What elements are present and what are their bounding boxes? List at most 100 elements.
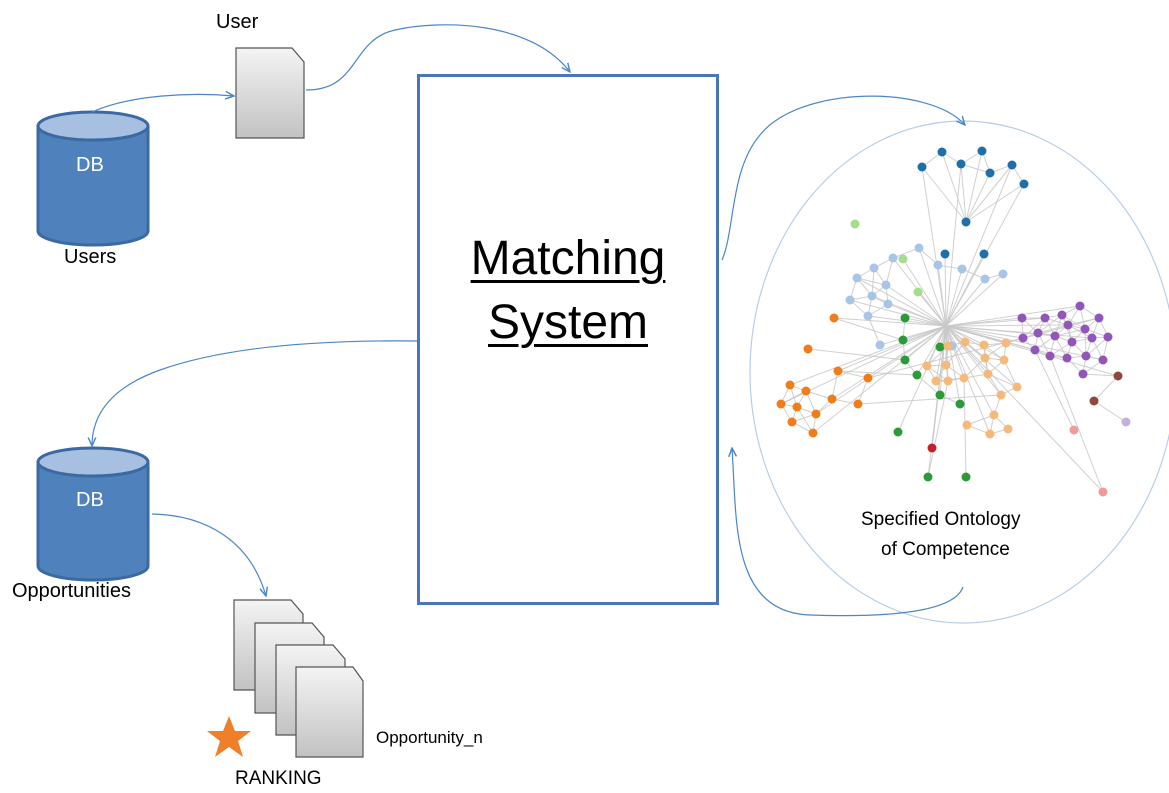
graph-edge bbox=[945, 325, 1093, 339]
graph-edge bbox=[867, 337, 1024, 379]
ontology-label-line1: Specified Ontology bbox=[861, 509, 1021, 530]
ontology-label-line2: of Competence bbox=[881, 539, 1010, 560]
graph-node bbox=[1103, 332, 1113, 342]
graph-node bbox=[1057, 310, 1067, 320]
graph-edge bbox=[805, 390, 833, 400]
graph-node bbox=[985, 429, 995, 439]
graph-edge bbox=[807, 348, 906, 361]
graph-node bbox=[935, 390, 945, 400]
graph-edge bbox=[780, 390, 807, 405]
graph-node bbox=[922, 361, 932, 371]
graph-edge bbox=[885, 257, 894, 286]
graph-node bbox=[998, 269, 1008, 279]
graph-edge bbox=[837, 325, 947, 372]
graph-node bbox=[850, 219, 860, 229]
graph-edge bbox=[941, 151, 967, 223]
graph-edge bbox=[831, 370, 839, 400]
graph-node bbox=[863, 311, 873, 321]
graph-node bbox=[961, 217, 971, 227]
graph-edge bbox=[1054, 328, 1086, 337]
graph-edge bbox=[963, 357, 986, 379]
graph-edge bbox=[1034, 349, 1075, 431]
graph-node bbox=[979, 249, 989, 259]
graph-edge bbox=[815, 325, 947, 415]
arrow-ontology-to-matching bbox=[732, 448, 964, 617]
graph-edge bbox=[945, 253, 985, 327]
graph-edge bbox=[1003, 359, 1018, 388]
graph-node bbox=[996, 390, 1006, 400]
graph-node bbox=[914, 243, 924, 253]
graph-node bbox=[957, 264, 967, 274]
graph-edge bbox=[1037, 324, 1069, 334]
graph-edge bbox=[1049, 355, 1104, 493]
graph-edge bbox=[945, 278, 986, 327]
graph-node bbox=[1045, 351, 1055, 361]
graph-edge bbox=[916, 325, 947, 376]
graph-edge bbox=[857, 394, 1002, 405]
graph-node bbox=[956, 159, 966, 169]
graph-node bbox=[940, 249, 950, 259]
graph-node bbox=[1003, 424, 1013, 434]
opportunity-documents-stack bbox=[233, 599, 364, 758]
graph-edge bbox=[937, 264, 947, 327]
graph-node bbox=[933, 260, 943, 270]
graph-edge bbox=[960, 163, 991, 174]
opportunities-db-cylinder bbox=[36, 446, 150, 582]
graph-edge bbox=[837, 370, 918, 376]
users-db-label: Users bbox=[64, 246, 117, 268]
graph-node bbox=[900, 313, 910, 323]
graph-node bbox=[913, 287, 923, 297]
opportunities-db-label: Opportunities bbox=[12, 580, 131, 602]
graph-node bbox=[1050, 331, 1060, 341]
graph-edge bbox=[857, 377, 869, 405]
graph-node bbox=[863, 373, 873, 383]
graph-node bbox=[961, 472, 971, 482]
graph-node bbox=[1063, 320, 1073, 330]
graph-node bbox=[979, 340, 989, 350]
graph-node bbox=[980, 353, 990, 363]
graph-node bbox=[1067, 337, 1077, 347]
graph-node bbox=[917, 162, 927, 172]
user-label: User bbox=[216, 11, 259, 33]
graph-node bbox=[1040, 313, 1050, 323]
graph-node bbox=[935, 342, 945, 352]
graph-node bbox=[1081, 351, 1091, 361]
graph-node bbox=[853, 399, 863, 409]
graph-edge bbox=[1037, 314, 1063, 334]
graph-node bbox=[900, 355, 910, 365]
graph-edge bbox=[945, 164, 1013, 327]
graph-node bbox=[1089, 396, 1099, 406]
graph-edge bbox=[916, 374, 941, 396]
graph-node bbox=[867, 291, 877, 301]
graph-edge bbox=[833, 317, 904, 341]
graph-node bbox=[852, 273, 862, 283]
graph-edge bbox=[1022, 317, 1046, 339]
graph-node bbox=[1030, 345, 1040, 355]
graph-node bbox=[898, 335, 908, 345]
users-db-cylinder bbox=[36, 110, 150, 247]
graph-edge bbox=[796, 406, 814, 434]
opportunity-n-label: Opportunity_n bbox=[376, 728, 483, 747]
graph-node bbox=[959, 373, 969, 383]
graph-node bbox=[845, 295, 855, 305]
star-icon bbox=[207, 716, 251, 757]
graph-node bbox=[893, 427, 903, 437]
graph-edge bbox=[945, 325, 995, 416]
graph-node bbox=[1075, 301, 1085, 311]
users-db-text: DB bbox=[76, 154, 104, 176]
graph-node bbox=[927, 443, 937, 453]
graph-edge bbox=[887, 303, 947, 327]
graph-node bbox=[931, 376, 941, 386]
arrow-user-to-matching bbox=[305, 24, 570, 91]
graph-edge bbox=[945, 325, 1002, 396]
graph-node bbox=[1080, 324, 1090, 334]
graph-node bbox=[869, 263, 879, 273]
graph-edge bbox=[849, 299, 947, 327]
graph-edge bbox=[935, 325, 947, 382]
opportunities-db-text: DB bbox=[76, 489, 104, 511]
graph-edge bbox=[921, 166, 947, 327]
graph-node bbox=[1113, 371, 1123, 381]
user-document-icon bbox=[235, 47, 305, 139]
graph-node bbox=[1121, 417, 1131, 427]
